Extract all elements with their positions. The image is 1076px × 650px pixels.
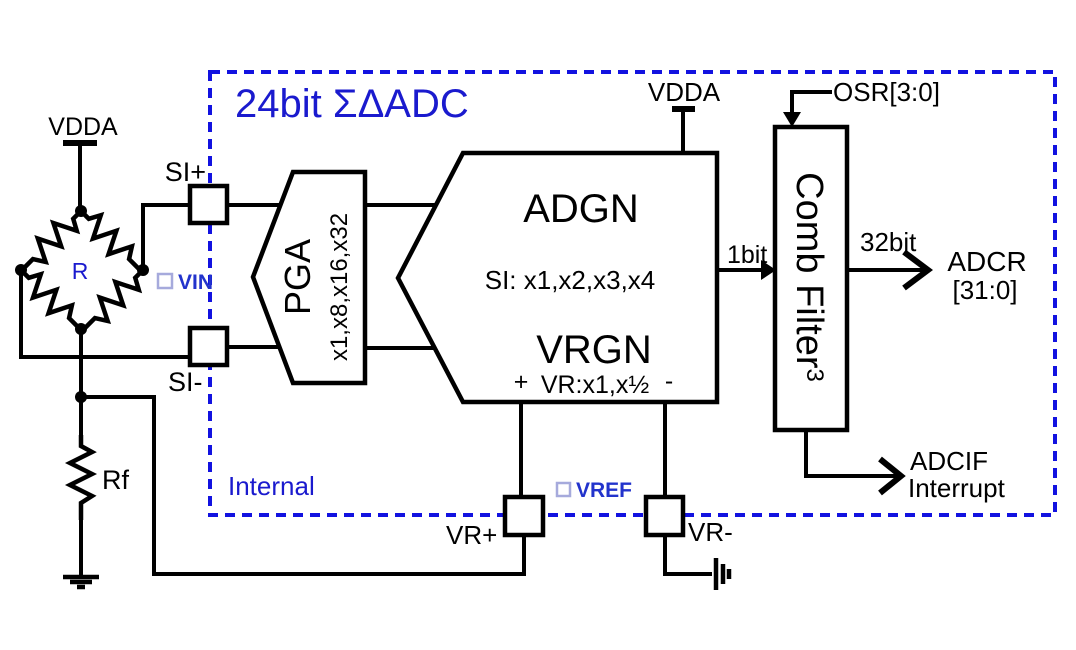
wire-vr-minus-to-ground [663,533,712,576]
adgn-name-label: ADGN [523,187,639,231]
vin-label: VIN [178,271,213,294]
ground-symbol-vr-minus [713,558,732,590]
vr-plus-pad [502,494,546,538]
wire-bridge-left-to-si-minus [19,268,192,359]
pga-block [250,169,368,386]
adcif-label: ADCIF [910,446,988,476]
vref-label: VREF [576,479,632,502]
vdda-internal-label: VDDA [648,77,721,107]
ground-symbol-rf [63,574,99,590]
vref-pin-square-icon [555,481,572,498]
wire-osr-to-comb [790,90,832,113]
32bit-label: 32bit [860,227,917,257]
rf-resistor [70,435,92,520]
wire-bridge-right-to-si-plus [141,203,192,272]
adcr-range-label: [31:0] [952,275,1017,305]
vrgn-name-label: VRGN [536,328,652,372]
comb-filter-exponent: 3 [801,369,828,382]
vr-minus-pad [643,494,686,538]
comb-filter-label: Comb Filter3 [788,172,830,382]
internal-boundary-dashed-box [208,70,1057,517]
pga-gains-label: x1,x8,x16,x32 [326,213,353,361]
pga-name-label: PGA [277,239,318,315]
arrowhead-32bit-icon [902,249,933,291]
arrowhead-osr-icon [783,112,801,127]
interrupt-label: Interrupt [908,473,1006,503]
comb-filter-name: Comb Filter [788,172,830,369]
vr-plus-label: VR+ [446,520,497,550]
si-minus-label: SI- [168,367,203,397]
vdda-external-label: VDDA [48,113,118,141]
si-plus-label: SI+ [165,157,206,187]
bridge-r-label: R [72,258,89,284]
comb-filter-block [772,124,850,433]
arrowhead-adcif-icon [878,456,906,496]
rf-label: Rf [102,465,129,495]
1bit-label: 1bit [727,241,767,269]
arrowhead-1bit-icon [761,260,776,280]
si-plus-pad [187,183,230,226]
osr-label: OSR[3:0] [833,77,940,107]
vrgn-minus-terminal: - [665,367,673,395]
adgn-vrgn-block [395,150,720,405]
vrgn-range-label: VR:x1,x½ [541,371,650,399]
vr-minus-label: VR- [688,517,733,547]
adgn-gains-label: SI: x1,x2,x3,x4 [485,265,656,295]
vin-pin-square-icon [156,272,174,290]
wires [19,90,925,577]
internal-label: Internal [228,471,315,501]
diagram-title: 24bit ΣΔADC [235,82,469,126]
wire-comb-to-adcif [804,430,898,478]
wire-rf-node-to-vr-plus [81,395,526,576]
si-minus-pad [187,325,230,368]
vrgn-plus-terminal: + [514,368,529,396]
junction-dots [15,205,149,403]
adcr-label: ADCR [947,246,1026,277]
